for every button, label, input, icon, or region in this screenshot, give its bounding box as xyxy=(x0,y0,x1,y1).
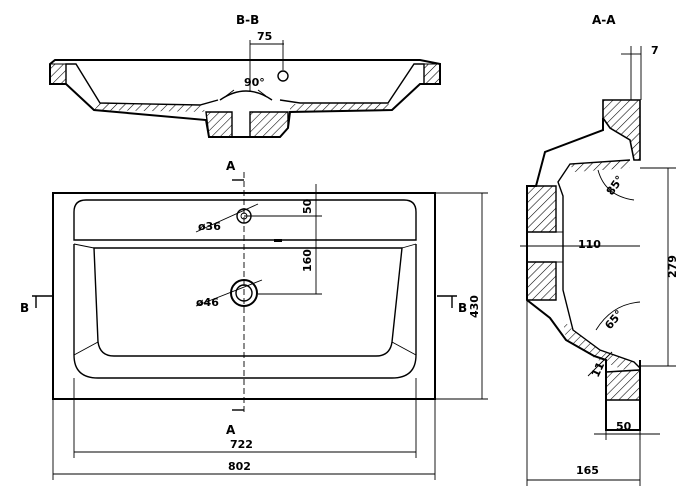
section-aa-bottom-block xyxy=(605,369,641,401)
rim-thickness-value: 7 xyxy=(651,44,659,57)
section-bb-hatch-rim-left xyxy=(49,63,67,85)
section-bb-drain-arc xyxy=(219,90,273,101)
plan-outer-edge xyxy=(52,192,436,400)
section-aa-wall-hatch-upper xyxy=(570,160,630,172)
tap-hole-dia-value: ø36 xyxy=(198,220,221,233)
plan-overflow-slot xyxy=(274,239,282,242)
angle-upper-value: 85° xyxy=(604,173,627,198)
section-bb-hatch-rim-right xyxy=(423,63,441,85)
plan-rim xyxy=(73,199,417,241)
tap-hole-leader xyxy=(195,203,259,233)
section-bb-drain-block-right xyxy=(249,111,289,138)
inner-width-value: 722 xyxy=(230,438,253,451)
plan-bowl-corner-tr xyxy=(401,243,417,249)
plan-bowl-outer xyxy=(73,244,417,379)
wall-thickness-dim-line xyxy=(587,351,613,377)
section-bb-faucet-hole xyxy=(277,70,289,82)
section-bb-angle-arrow-right xyxy=(257,89,267,97)
section-aa-label: A-A xyxy=(592,13,616,27)
drain-dia-value: ø46 xyxy=(196,296,219,309)
section-bb-drain-block xyxy=(205,111,233,138)
section-aa-wall-hatch-lower xyxy=(563,320,634,372)
overall-width-value: 802 xyxy=(228,460,251,473)
angle-lower-value: 65° xyxy=(602,308,625,332)
bowl-height-value: 279 xyxy=(666,255,679,278)
plan-drain-outer xyxy=(230,279,258,307)
section-bb-hatch-wall xyxy=(94,103,206,112)
faucet-offset-value: 75 xyxy=(257,30,272,43)
section-aa: A-A 7 85° 65° 11 110 xyxy=(520,13,679,486)
section-a-top-label: A xyxy=(226,159,236,173)
overall-depth-value: 430 xyxy=(468,295,481,318)
section-aa-top-rim xyxy=(602,99,641,161)
plan-bowl-corner-bl xyxy=(73,341,99,356)
plan-bowl-inner xyxy=(93,247,403,357)
wall-thickness-value: 11 xyxy=(589,360,607,379)
section-bb-angle-arrow-left xyxy=(225,89,235,97)
drain-leader xyxy=(195,279,263,307)
section-aa-drain-hatch xyxy=(526,185,557,233)
lower-offset-value: 50 xyxy=(616,420,632,433)
section-b-right-label: B xyxy=(458,301,467,315)
plan-drain-inner xyxy=(235,284,253,302)
section-b-left-label: B xyxy=(20,301,29,315)
plan-bowl-corner-tl xyxy=(73,243,95,249)
tap-depth-value: 50 xyxy=(301,198,314,214)
section-bb-hatch-wall-right xyxy=(290,103,392,112)
angle-lower-arc xyxy=(595,301,641,331)
section-bb-outline xyxy=(49,59,441,138)
angle-upper-arc xyxy=(597,169,635,201)
angle-bb-value: 90° xyxy=(244,76,265,89)
total-height-value: 165 xyxy=(576,464,599,477)
section-bb: B-B 90° 75 xyxy=(49,13,441,138)
section-aa-inner-wall xyxy=(557,159,641,369)
drain-offset-value: 110 xyxy=(578,238,601,251)
section-bb-label: B-B xyxy=(236,13,259,27)
plan-bowl-corner-br xyxy=(391,341,417,356)
drain-depth-value: 160 xyxy=(301,249,314,272)
section-aa-drain-hatch-lower xyxy=(526,261,557,301)
plan-view: A A B B ø36 ø46 50 160 722 802 xyxy=(20,159,488,480)
section-a-bottom-label: A xyxy=(226,423,236,437)
